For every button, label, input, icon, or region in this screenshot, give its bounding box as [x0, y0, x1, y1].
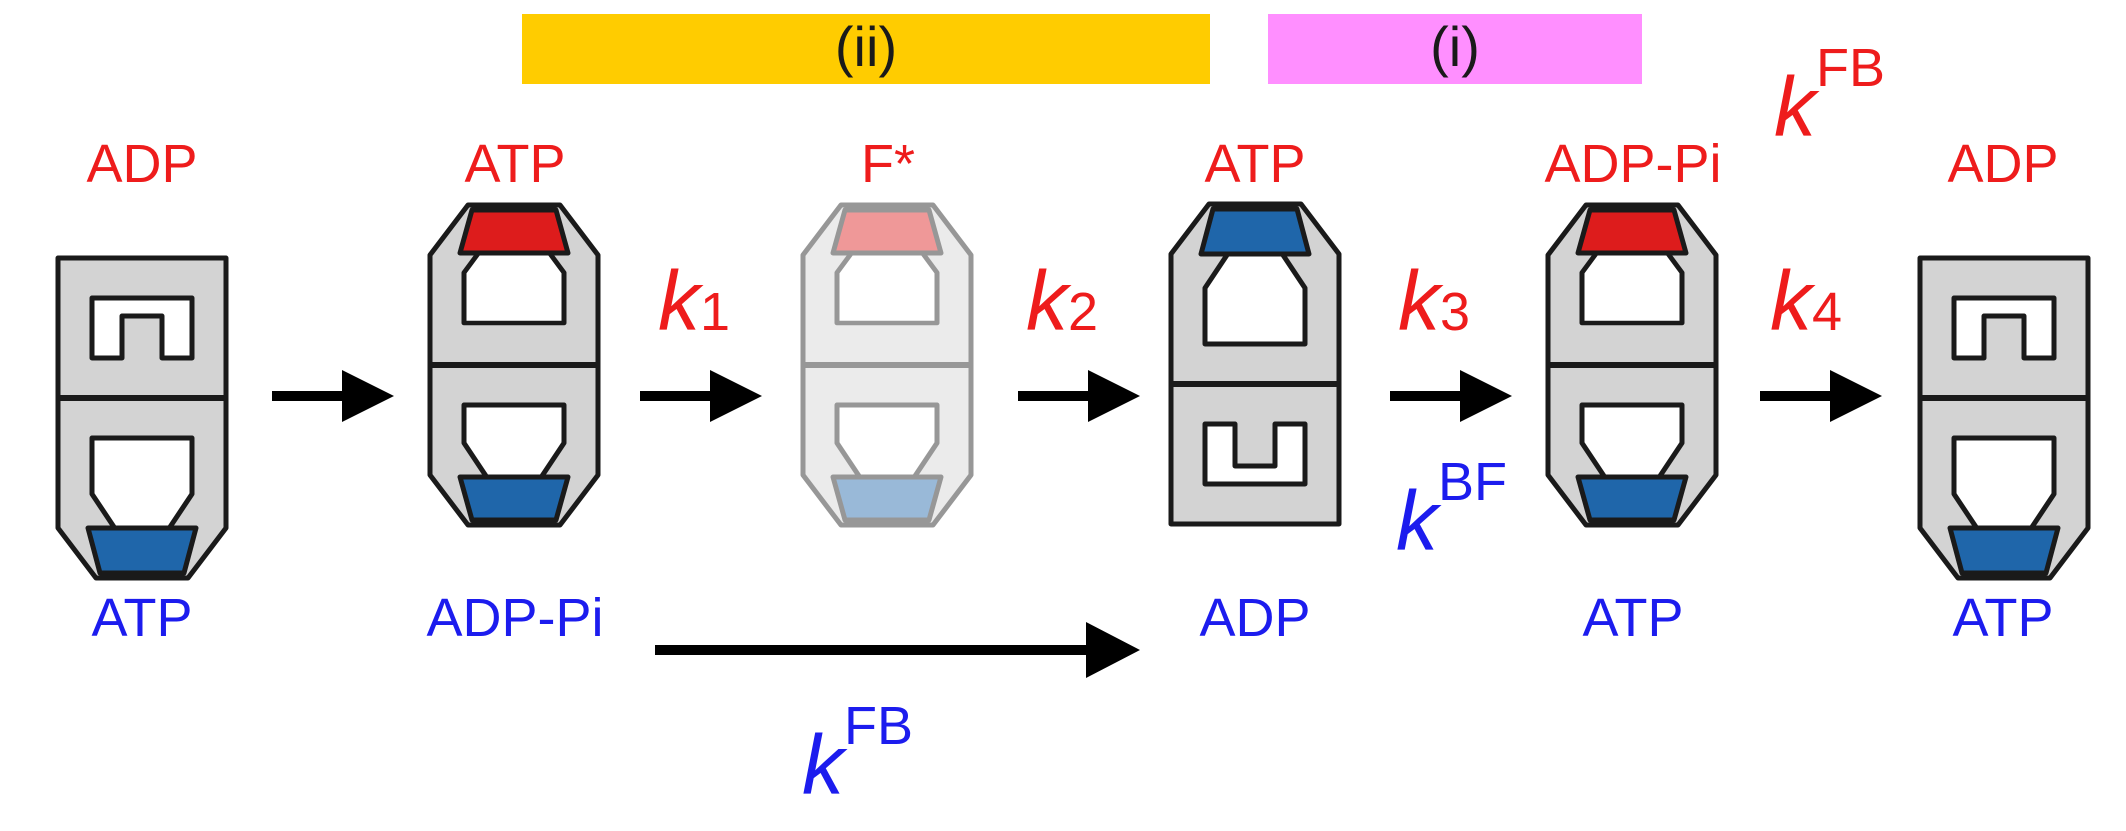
- rate-kBF-label: kBF: [1396, 452, 1507, 568]
- arrow-state2-to-state4-bypass: [655, 622, 1140, 678]
- state-2-top-label: ATP: [464, 134, 565, 194]
- state-1-molecule: [58, 258, 226, 578]
- rate-kFB-top-label: kFB: [1774, 38, 1885, 154]
- state-5-top-label: ADP-Pi: [1544, 134, 1721, 194]
- state-6-top-label: ADP: [1947, 134, 2058, 194]
- arrow-state3-to-state4: [1018, 370, 1140, 422]
- state-5-bottom-label: ATP: [1582, 588, 1683, 648]
- state-1-bottom-label: ATP: [91, 588, 192, 648]
- rate-k3-label: k3: [1398, 254, 1470, 348]
- state-6-molecule: [1920, 258, 2088, 578]
- rate-k1-label: k1: [658, 254, 730, 348]
- phase-i-label: (i): [1430, 15, 1480, 78]
- state-2-bottom-label: ADP-Pi: [426, 588, 603, 648]
- arrow-state1-to-state2: [272, 370, 394, 422]
- rate-k4-label: k4: [1770, 254, 1842, 348]
- arrow-state2-to-state3: [640, 370, 762, 422]
- state-3-molecule: [803, 205, 971, 525]
- arrow-state5-to-state6: [1760, 370, 1882, 422]
- state-5-molecule: [1548, 205, 1716, 525]
- state-3-top-label: F*: [861, 134, 915, 194]
- state-2-molecule: [430, 205, 598, 525]
- phase-ii-label: (ii): [835, 15, 897, 78]
- state-4-bottom-label: ADP: [1199, 588, 1310, 648]
- phase-i-bar: [1268, 14, 1642, 84]
- phase-ii-bar: [522, 14, 1210, 84]
- state-6-bottom-label: ATP: [1952, 588, 2053, 648]
- state-1-top-label: ADP: [86, 134, 197, 194]
- rate-k2-label: k2: [1026, 254, 1098, 348]
- state-4-top-label: ATP: [1204, 134, 1305, 194]
- state-4-molecule: [1171, 204, 1339, 524]
- rate-kFB-bottom-label: kFB: [802, 696, 913, 812]
- arrow-state4-to-state5: [1390, 370, 1512, 422]
